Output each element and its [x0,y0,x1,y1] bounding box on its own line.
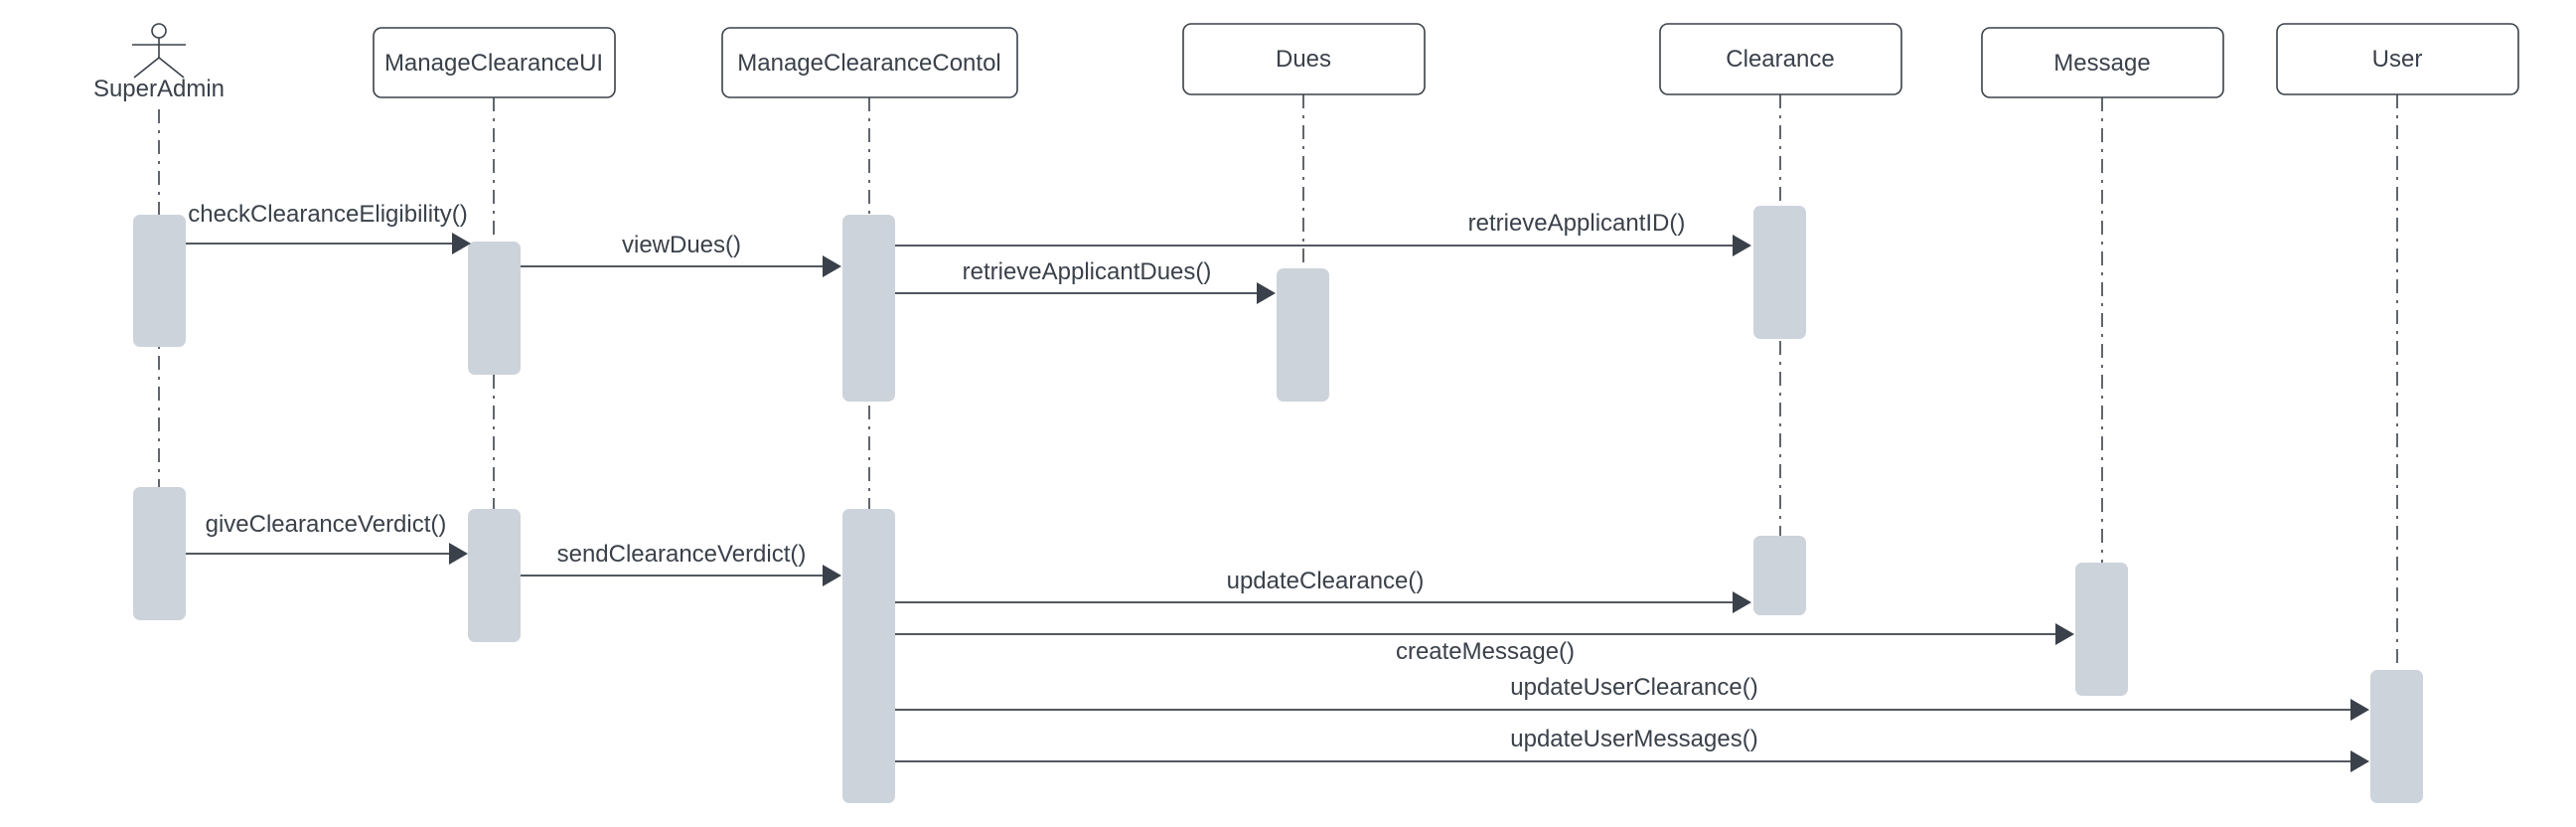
message-check-clearance-eligibility: checkClearanceEligibility() [186,201,471,254]
participant-clearance: Clearance [1659,23,1902,95]
participant-message: Message [1981,27,2224,98]
message-retrieve-applicant-id: retrieveApplicantID() [895,210,1751,256]
message-label: viewDues() [622,232,741,258]
arrowhead-icon [449,543,468,565]
arrowhead-icon [1733,591,1751,613]
activation-superadmin-2 [133,487,186,620]
activation-clearance-1 [1753,206,1806,339]
participant-manage-clearance-control: ManageClearanceContol [721,27,1018,98]
activation-bars [133,206,2423,803]
message-label: updateUserMessages() [1510,726,1757,752]
actor-stick-figure-icon [132,23,186,79]
message-give-clearance-verdict: giveClearanceVerdict() [186,511,468,565]
message-label: updateClearance() [1227,568,1425,594]
participant-superadmin: SuperAdmin [93,23,225,102]
arrowhead-icon [823,255,841,277]
message-label: checkClearanceEligibility() [188,201,467,228]
participant-user: User [2276,23,2519,95]
participant-manage-clearance-ui: ManageClearanceUI [373,27,616,98]
activation-clearance-2 [1753,536,1806,615]
message-label: retrieveApplicantDues() [963,258,1212,285]
participant-label: Message [2053,50,2150,77]
message-retrieve-applicant-dues: retrieveApplicantDues() [895,258,1276,304]
message-label: createMessage() [1396,638,1575,665]
activation-dues-1 [1277,268,1329,402]
participant-label: SuperAdmin [93,76,225,102]
arrowhead-icon [452,233,471,254]
arrowhead-icon [2055,623,2074,645]
arrowhead-icon [1257,282,1276,304]
arrowhead-icon [2350,750,2369,772]
message-label: sendClearanceVerdict() [557,541,807,568]
activation-ui-1 [468,242,521,375]
arrowhead-icon [1733,235,1751,256]
participant-dues: Dues [1182,23,1426,95]
activation-ui-2 [468,509,521,642]
activation-superadmin-1 [133,215,186,347]
activation-message-1 [2075,563,2128,696]
message-update-clearance: updateClearance() [895,568,1751,613]
message-send-clearance-verdict: sendClearanceVerdict() [521,541,841,586]
message-create-message: createMessage() [895,623,2074,665]
message-view-dues: viewDues() [521,232,841,277]
arrowhead-icon [823,565,841,586]
participant-label: Dues [1276,46,1331,73]
lifelines [158,94,2398,803]
message-update-user-messages: updateUserMessages() [895,726,2369,772]
activation-control-2 [842,509,895,803]
activation-user-1 [2370,670,2423,803]
message-label: giveClearanceVerdict() [206,511,447,538]
participant-label: User [2372,46,2423,73]
arrowhead-icon [2350,699,2369,721]
activation-control-1 [842,215,895,402]
message-update-user-clearance: updateUserClearance() [895,674,2369,721]
participant-label: ManageClearanceContol [737,50,1001,77]
participant-label: ManageClearanceUI [384,50,603,77]
message-label: updateUserClearance() [1510,674,1757,701]
message-label: retrieveApplicantID() [1468,210,1686,237]
participant-label: Clearance [1726,46,1834,73]
